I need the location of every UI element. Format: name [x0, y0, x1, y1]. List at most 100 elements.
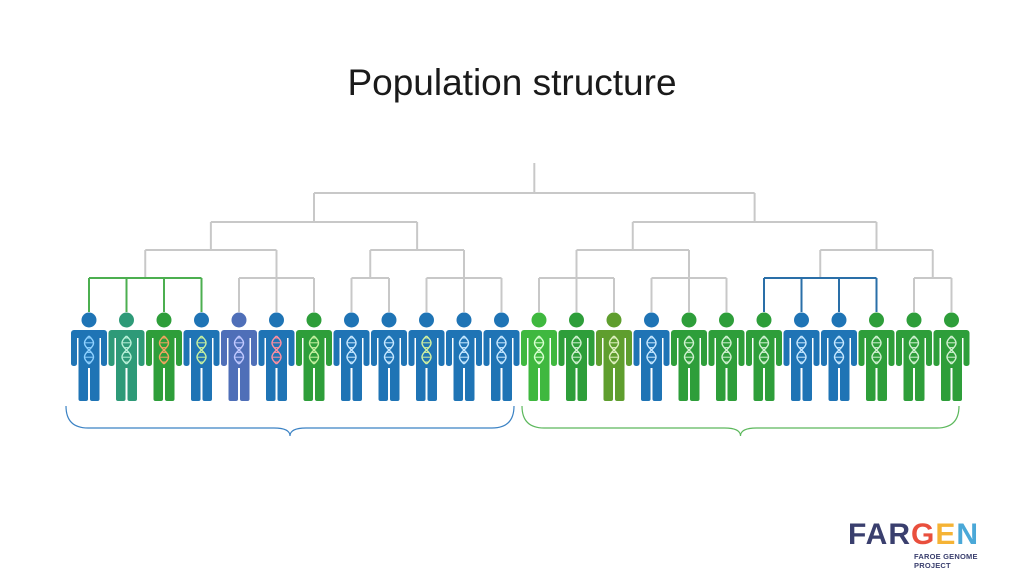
person-figure [146, 312, 182, 401]
person-head [119, 312, 134, 328]
person-figure [71, 312, 107, 401]
person-head [606, 312, 622, 328]
person-figure [521, 312, 557, 401]
person-arm-left [783, 332, 790, 366]
person-figure [821, 312, 857, 401]
person-head [794, 312, 809, 328]
person-head [381, 312, 397, 328]
person-leg-right [165, 366, 175, 401]
dna-strand [383, 335, 395, 365]
dna-strand [421, 335, 432, 365]
person-leg-left [303, 366, 313, 401]
person-leg-left [866, 366, 876, 401]
person-arm-left [858, 332, 865, 366]
dna-strand [196, 335, 207, 365]
person-torso [341, 330, 362, 368]
person-leg-right [202, 366, 212, 401]
dna-strand [121, 335, 132, 365]
person-torso [716, 330, 737, 368]
person-head [231, 312, 247, 328]
person-arm-right [963, 332, 970, 366]
dna-strand [158, 335, 170, 365]
person-arm-right [288, 332, 295, 366]
person-leg-right [240, 366, 250, 401]
dna-strand [346, 335, 357, 365]
person-leg-right [427, 366, 437, 401]
dna-strand [233, 335, 245, 365]
dna-strand [533, 335, 545, 365]
person-torso [491, 330, 512, 368]
logo-letter: E [935, 518, 957, 551]
person-leg-left [641, 366, 651, 401]
fargen-logo: FARGEN FAROE GENOME PROJECT [848, 518, 988, 571]
person-torso [528, 330, 550, 368]
person-leg-left [78, 366, 88, 401]
person-arm-right [176, 332, 182, 366]
person-torso [791, 330, 812, 368]
person-arm-right [663, 332, 670, 366]
person-leg-left [791, 366, 801, 401]
person-figure [371, 312, 407, 401]
people-row [71, 312, 970, 401]
person-torso [903, 330, 925, 368]
person-head [756, 312, 772, 328]
person-arm-right [326, 332, 332, 366]
person-leg-right [465, 366, 475, 401]
person-arm-right [213, 332, 220, 366]
person-arm-left [558, 332, 565, 366]
person-figure [633, 312, 670, 401]
person-arm-left [446, 332, 452, 366]
person-head [531, 312, 547, 328]
slide-title: Population structure [347, 62, 677, 103]
person-leg-right [615, 366, 625, 401]
person-leg-left [603, 366, 613, 401]
person-leg-left [828, 366, 838, 401]
person-arm-right [476, 332, 482, 366]
dna-strand [496, 335, 507, 365]
person-leg-left [528, 366, 538, 401]
person-arm-left [296, 332, 302, 366]
person-figure [708, 312, 745, 401]
person-arm-left [108, 332, 115, 366]
person-leg-left [416, 366, 426, 401]
person-figure [221, 312, 257, 401]
person-head [269, 312, 284, 328]
person-torso [828, 330, 850, 368]
person-leg-right [540, 366, 550, 401]
person-torso [116, 330, 137, 368]
person-figure [933, 312, 970, 401]
person-figure [783, 312, 820, 401]
person-arm-left [183, 332, 190, 366]
person-torso [78, 330, 100, 368]
person-leg-left [941, 366, 951, 401]
person-head [719, 312, 734, 328]
person-arm-right [513, 332, 520, 366]
person-torso [603, 330, 625, 368]
dna-strand [908, 335, 920, 365]
person-leg-right [952, 366, 962, 401]
dna-strand [271, 335, 282, 365]
logo-letter: N [956, 518, 980, 551]
person-torso [866, 330, 887, 368]
person-arm-right [626, 332, 632, 366]
person-torso [416, 330, 437, 368]
person-arm-right [776, 332, 782, 366]
person-leg-left [903, 366, 913, 401]
person-arm-left [708, 332, 715, 366]
person-arm-left [746, 332, 752, 366]
person-arm-right [888, 332, 895, 366]
person-figure [258, 312, 295, 401]
person-leg-left [566, 366, 576, 401]
person-arm-right [588, 332, 595, 366]
person-head [569, 312, 584, 328]
person-arm-right [926, 332, 932, 366]
person-leg-right [690, 366, 700, 401]
person-leg-right [90, 366, 100, 401]
person-torso [941, 330, 962, 368]
person-arm-left [146, 332, 152, 366]
person-head [831, 312, 847, 328]
person-arm-left [821, 332, 827, 366]
person-figure [896, 312, 932, 401]
person-arm-left [483, 332, 490, 366]
